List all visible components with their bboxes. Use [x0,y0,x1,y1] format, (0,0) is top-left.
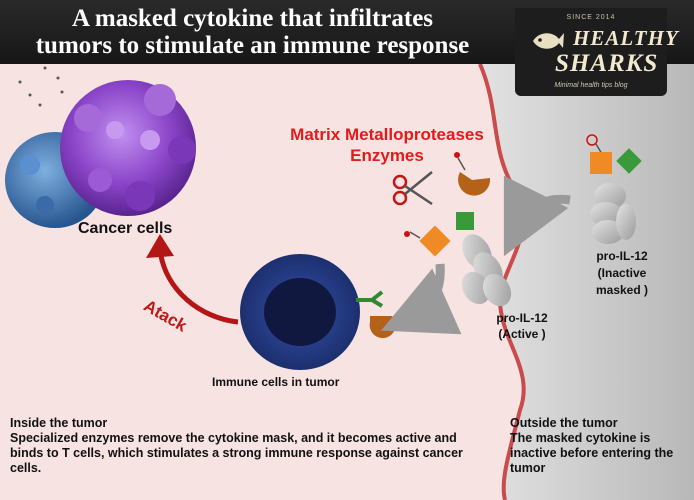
shark-fish-icon [533,33,564,49]
inactive-label-line-1: pro-IL-12 [596,249,648,263]
mmp-label-line-2: Enzymes [350,146,424,165]
active-il12-molecule [404,212,512,307]
outside-tumor-description: The masked cytokine is inactive before e… [510,431,674,475]
binding-arrow [381,263,462,335]
inactive-label-line-3: masked ) [595,283,649,297]
title-line-1: A masked cytokine that infiltrates [71,5,434,32]
scissors-icon [392,171,433,206]
logo-name-line-1: HEALTHY [573,26,679,50]
outside-tumor-region [480,64,694,500]
immune-cells-label: Immune cells in tumor [212,375,340,389]
particle-dots [18,66,64,107]
logo-name-line-2: SHARKS [555,50,659,77]
title-line-2: tumors to stimulate an immune response [35,32,470,59]
inside-tumor-heading: Inside the tumor [10,416,108,430]
mmp-enzymes-label: Matrix Metalloproteases Enzymes [262,124,512,166]
cancer-cells-illustration [5,80,196,228]
healthy-sharks-logo[interactable]: SINCE 2014 HEALTHY SHARKS Minimal health… [515,8,678,96]
inactive-il12-label: pro-IL-12 (Inactive masked ) [582,248,662,299]
inactive-label-line-2: (Inactive [597,266,647,280]
inside-tumor-description: Specialized enzymes remove the cytokine … [10,431,463,475]
cancer-cells-label: Cancer cells [78,220,173,237]
logo-since: SINCE 2014 [566,14,616,21]
outside-tumor-heading: Outside the tumor [510,416,618,430]
mmp-label-line-1: Matrix Metalloproteases [290,125,484,144]
logo-tagline: Minimal health tips blog [554,82,628,89]
entry-arrow [503,175,571,257]
brown-receptor [454,152,491,196]
active-il12-label: pro-IL-12 (Active ) [482,310,562,342]
immune-cell [240,254,396,370]
active-label-line-2: (Active ) [498,327,546,341]
inactive-il12-molecule [586,134,642,244]
active-label-line-1: pro-IL-12 [496,311,548,325]
attack-arrow [157,249,239,325]
